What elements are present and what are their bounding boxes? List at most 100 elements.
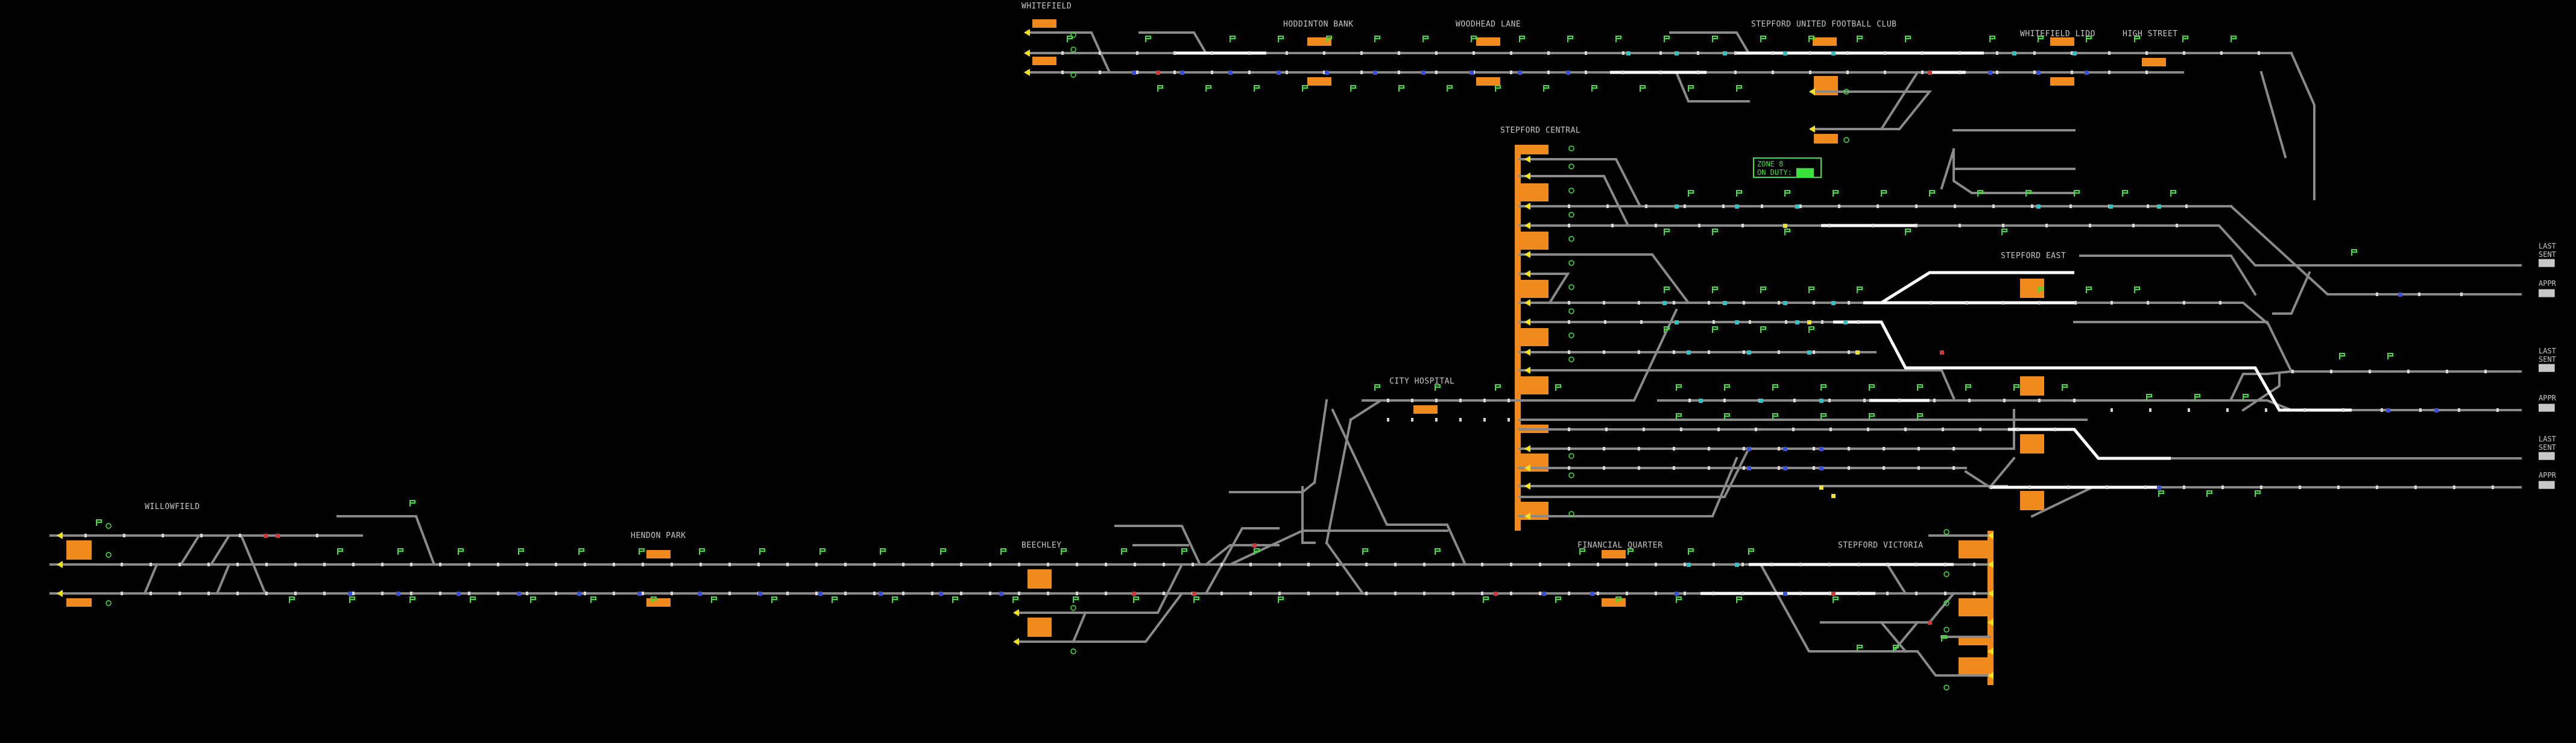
signal-icon[interactable] <box>953 597 958 603</box>
signal-icon[interactable] <box>1966 385 1971 391</box>
signal-icon[interactable] <box>410 501 415 507</box>
signal-icon[interactable] <box>820 549 825 555</box>
signal-icon[interactable] <box>2207 491 2212 497</box>
signal-icon[interactable] <box>1869 385 1874 391</box>
signal-icon[interactable] <box>892 597 897 603</box>
signal-icon[interactable] <box>2388 353 2393 359</box>
signal-icon[interactable] <box>760 549 765 555</box>
signal-icon[interactable] <box>1713 327 1717 333</box>
signal-icon[interactable] <box>1483 597 1488 603</box>
signal-icon[interactable] <box>2074 191 2079 197</box>
signal-icon[interactable] <box>1688 549 1693 555</box>
signal-icon[interactable] <box>1146 36 1151 42</box>
signal-icon[interactable] <box>1688 191 1693 197</box>
signal-icon[interactable] <box>1833 597 1838 603</box>
signal-icon[interactable] <box>1399 86 1404 92</box>
signal-icon[interactable] <box>1918 385 1922 391</box>
signal-icon[interactable] <box>410 597 415 603</box>
signal-icon[interactable] <box>1725 385 1729 391</box>
signal-icon[interactable] <box>2183 36 2188 42</box>
signal-icon[interactable] <box>1122 549 1126 555</box>
signal-icon[interactable] <box>1821 385 1826 391</box>
signal-icon[interactable] <box>1881 191 1886 197</box>
signal-icon[interactable] <box>1905 229 1910 235</box>
signal-icon[interactable] <box>1761 36 1766 42</box>
signal-icon[interactable] <box>1423 36 1428 42</box>
signal-icon[interactable] <box>1713 229 1717 235</box>
signal-icon[interactable] <box>1737 597 1741 603</box>
signal-icon[interactable] <box>1905 36 1910 42</box>
signal-icon[interactable] <box>2171 191 2176 197</box>
signal-icon[interactable] <box>458 549 463 555</box>
signal-icon[interactable] <box>1749 549 1754 555</box>
signal-icon[interactable] <box>2231 36 2236 42</box>
signal-icon[interactable] <box>1773 385 1778 391</box>
signal-icon[interactable] <box>470 597 475 603</box>
signal-icon[interactable] <box>1664 229 1669 235</box>
signal-icon[interactable] <box>699 549 704 555</box>
signal-icon[interactable] <box>1664 287 1669 293</box>
signal-icon[interactable] <box>2123 191 2127 197</box>
signal-icon[interactable] <box>1833 191 1838 197</box>
signal-icon[interactable] <box>2026 191 2031 197</box>
signal-icon[interactable] <box>2086 287 2091 293</box>
signal-icon[interactable] <box>1785 191 1790 197</box>
signal-icon[interactable] <box>1254 86 1259 92</box>
signal-icon[interactable] <box>289 597 294 603</box>
signal-icon[interactable] <box>1230 36 1235 42</box>
signal-icon[interactable] <box>1073 597 1078 603</box>
signal-icon[interactable] <box>519 549 523 555</box>
signal-icon[interactable] <box>579 549 584 555</box>
signal-icon[interactable] <box>1206 86 1211 92</box>
signal-icon[interactable] <box>1001 549 1006 555</box>
signal-icon[interactable] <box>1375 385 1380 391</box>
signal-icon[interactable] <box>1857 36 1862 42</box>
signal-icon[interactable] <box>1568 36 1573 42</box>
signal-icon[interactable] <box>96 520 101 526</box>
signal-icon[interactable] <box>1616 36 1621 42</box>
signal-icon[interactable] <box>2062 385 2067 391</box>
signal-icon[interactable] <box>1664 36 1669 42</box>
signal-icon[interactable] <box>772 597 777 603</box>
signal-icon[interactable] <box>1182 549 1187 555</box>
signal-icon[interactable] <box>1737 191 1741 197</box>
signal-icon[interactable] <box>2255 491 2260 497</box>
signal-icon[interactable] <box>591 597 596 603</box>
zone-popup[interactable]: ZONE 8 ON DUTY: ████ <box>1754 158 1821 177</box>
signal-icon[interactable] <box>1495 86 1500 92</box>
signal-icon[interactable] <box>1302 86 1307 92</box>
signal-icon[interactable] <box>1158 86 1163 92</box>
signal-icon[interactable] <box>1556 385 1561 391</box>
signal-icon[interactable] <box>2014 385 2019 391</box>
signal-icon[interactable] <box>1809 287 1814 293</box>
signal-icon[interactable] <box>1351 86 1356 92</box>
signal-icon[interactable] <box>338 549 343 555</box>
signal-icon[interactable] <box>1761 327 1766 333</box>
signal-icon[interactable] <box>941 549 945 555</box>
signal-icon[interactable] <box>1061 549 1066 555</box>
signal-icon[interactable] <box>1495 385 1500 391</box>
signal-icon[interactable] <box>1737 86 1741 92</box>
signal-icon[interactable] <box>1676 385 1681 391</box>
signal-icon[interactable] <box>1592 86 1597 92</box>
signal-icon[interactable] <box>1278 597 1283 603</box>
signal-icon[interactable] <box>2159 491 2164 497</box>
signal-icon[interactable] <box>1990 36 1995 42</box>
signal-icon[interactable] <box>1688 86 1693 92</box>
signal-icon[interactable] <box>1134 597 1138 603</box>
signal-icon[interactable] <box>1713 36 1717 42</box>
signal-icon[interactable] <box>712 597 716 603</box>
signal-icon[interactable] <box>1676 597 1681 603</box>
signal-icon[interactable] <box>1640 86 1645 92</box>
signal-icon[interactable] <box>1363 549 1368 555</box>
signal-icon[interactable] <box>1471 36 1476 42</box>
signal-icon[interactable] <box>880 549 885 555</box>
signal-icon[interactable] <box>2352 250 2357 256</box>
signal-icon[interactable] <box>832 597 837 603</box>
signal-icon[interactable] <box>2340 353 2344 359</box>
signal-icon[interactable] <box>350 597 355 603</box>
signal-icon[interactable] <box>1435 549 1440 555</box>
signal-icon[interactable] <box>1761 287 1766 293</box>
signal-icon[interactable] <box>1857 287 1862 293</box>
signal-icon[interactable] <box>1520 36 1524 42</box>
